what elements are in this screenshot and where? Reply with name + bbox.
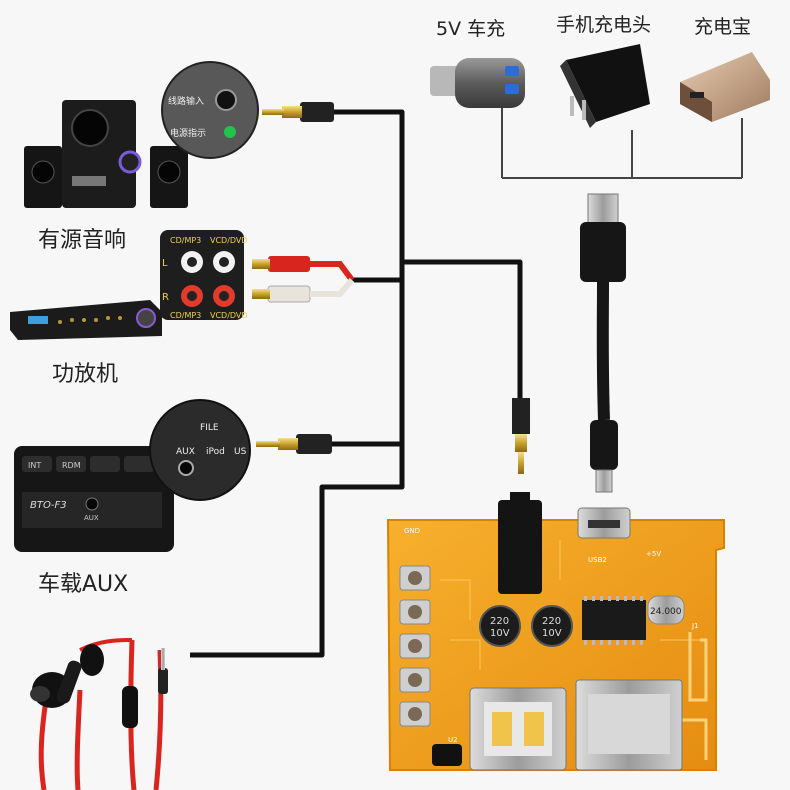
rca-label-r: R [162,292,169,303]
label-power-bank: 充电宝 [694,16,752,38]
audio-bus-cables [190,109,523,658]
car-aux-plug [256,434,332,454]
amplifier [10,300,162,340]
label-car-aux: 车载AUX [38,572,129,597]
aux-plug-to-board [512,398,530,474]
label-amplifier: 功放机 [52,362,119,387]
label-phone-charger: 手机充电头 [556,14,652,36]
board-gnd-label: GND [404,527,420,535]
label-car-charger: 5V 车充 [436,18,506,40]
rca-red-plug [252,256,355,282]
board-cap1-voltage: 10V [490,628,510,639]
power-bank [680,52,770,122]
car-panel-aux: AUX [84,514,99,522]
speaker-aux-plug [262,102,334,122]
rca-label-right-top: VCD/DVD [210,236,248,245]
board-usb2-label: USB2 [588,556,607,564]
speaker-inset-line-in: 线路输入 [168,95,204,107]
phone-charger [560,44,650,128]
car-panel-brand: BTO-F3 [30,500,67,511]
board-cap2-voltage: 10V [542,628,562,639]
rca-label-l: L [162,258,168,269]
board-5v-label: +5V [646,550,661,558]
speaker-inset [161,61,259,159]
rca-white-plug [252,278,355,303]
car-panel-int: INT [28,461,41,470]
rca-label-left-bottom: CD/MP3 [170,311,201,320]
aux-inset-ipod: iPod [206,447,225,457]
speaker-inset-power: 电源指示 [170,127,206,139]
aux-inset-file: FILE [200,423,219,433]
usb-power-cable [580,193,626,493]
aux-inset [149,399,251,501]
car-charger [430,58,525,108]
active-speaker [24,100,188,208]
board-cap2-value: 220 [542,616,561,627]
car-panel-rdm: RDM [62,461,81,470]
power-bus-lines [501,108,743,179]
rca-inset [160,230,244,320]
board-crystal-label: 24.000 [650,607,682,617]
rca-label-right-bottom: VCD/DVD [210,311,248,320]
board-buttons [399,565,431,727]
aux-inset-usb: US [234,447,247,457]
bluetooth-module-board [386,492,725,771]
label-active-speaker: 有源音响 [38,228,127,253]
board-cap1-value: 220 [490,616,509,627]
rca-label-left-top: CD/MP3 [170,236,201,245]
board-u2-label: U2 [448,736,458,744]
board-j1-label: J1 [691,622,699,630]
earbuds [30,644,168,728]
car-aux-panel [14,446,174,552]
aux-inset-aux: AUX [176,447,195,457]
